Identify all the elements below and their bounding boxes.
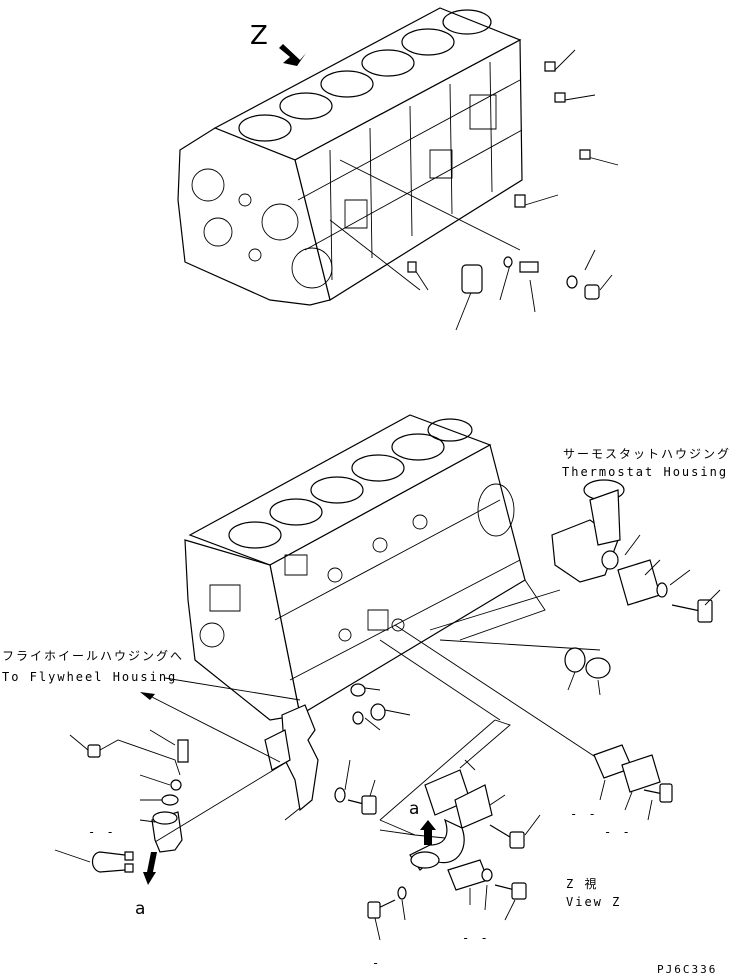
placeholder-bottom-left: - [372, 956, 382, 970]
detail-a-label-upper: a [409, 799, 420, 819]
drawing-code: PJ6C336 [657, 963, 718, 976]
view-z-arrow-icon [279, 44, 306, 66]
middle-bracket-parts [368, 760, 540, 940]
plug-and-cap [565, 648, 610, 695]
placeholder-bottom-mid: - - [462, 931, 490, 945]
thermostat-label-jp: サーモスタットハウジング [563, 447, 732, 461]
flywheel-label-en: To Flywheel Housing [2, 670, 178, 684]
middle-leader-lines [375, 760, 540, 940]
flywheel-label-jp: フライホイールハウジングへ [2, 649, 185, 663]
upper-leader-lines [330, 50, 618, 330]
placeholder-right-b: - - [604, 825, 632, 839]
flywheel-leader [140, 692, 280, 762]
lower-block-details [200, 484, 520, 680]
lower-cylinder-bores [229, 419, 472, 548]
left-bracket-assembly [265, 684, 410, 820]
placeholder-left: - - [88, 825, 116, 839]
upper-block-ribs [298, 62, 522, 280]
upper-block-end-details [192, 169, 332, 288]
upper-small-parts [408, 62, 599, 299]
detail-a-arrow-icon [143, 852, 157, 885]
left-fittings-and-hose [55, 730, 290, 885]
view-z-label-en: View Z [566, 895, 622, 909]
thermostat-leader-lines [625, 535, 720, 605]
lower-right-cover-plate [594, 745, 672, 820]
connector-lines [380, 580, 545, 838]
placeholder-right-a: - - [570, 807, 598, 821]
thermostat-housing-assembly [552, 480, 720, 622]
detail-a-label-lower: a [135, 899, 146, 919]
upper-cylinder-bores [239, 10, 491, 141]
upper-cylinder-block [178, 8, 618, 330]
lower-leader-lines [165, 590, 600, 835]
left-bracket-leaders [285, 688, 410, 820]
view-z-label-jp: Z 視 [566, 877, 599, 891]
view-letter-z: Z [250, 21, 268, 51]
lower-cylinder-block [165, 415, 600, 835]
left-leader-lines [55, 730, 175, 862]
thermostat-label-en: Thermostat Housing [562, 465, 729, 479]
